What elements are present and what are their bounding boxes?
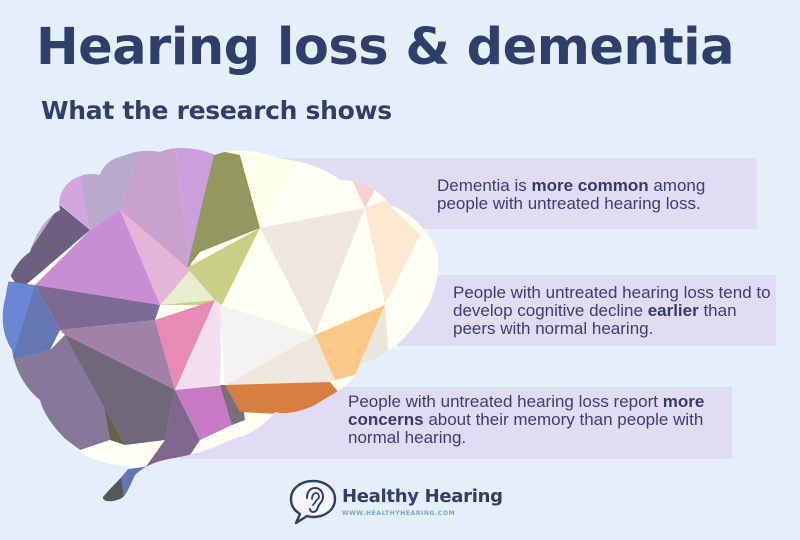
fact-text-1-start: Dementia is [437,176,532,195]
logo-url: WWW.HEALTHYHEARING.COM [342,510,456,517]
fact-text-3-end: about their memory than people with norm… [348,410,704,447]
healthy-hearing-logo: Healthy Hearing WWW.HEALTHYHEARING.COM [288,478,503,526]
fact-emphasis-1: more common [531,176,649,195]
fact-text-2-start: People with untreated hearing loss tend … [453,283,771,320]
fact-text-2: People with untreated hearing loss tend … [453,284,773,338]
ear-speech-bubble-icon [289,479,337,525]
fact-text-1: Dementia is more common among people wit… [437,177,747,213]
fact-emphasis-3: more concerns [348,392,705,429]
page-title: Hearing loss & dementia [36,18,735,77]
page-subtitle: What the research shows [41,96,392,125]
fact-text-3: People with untreated hearing loss repor… [348,393,728,447]
fact-text-3-start: People with untreated hearing loss repor… [348,392,663,411]
fact-emphasis-2: earlier [647,301,699,320]
fact-text-1-end: among people with untreated hearing loss… [437,176,706,213]
logo-name: Healthy Hearing [342,486,503,507]
fact-text-2-end: than peers with normal hearing. [453,301,737,338]
